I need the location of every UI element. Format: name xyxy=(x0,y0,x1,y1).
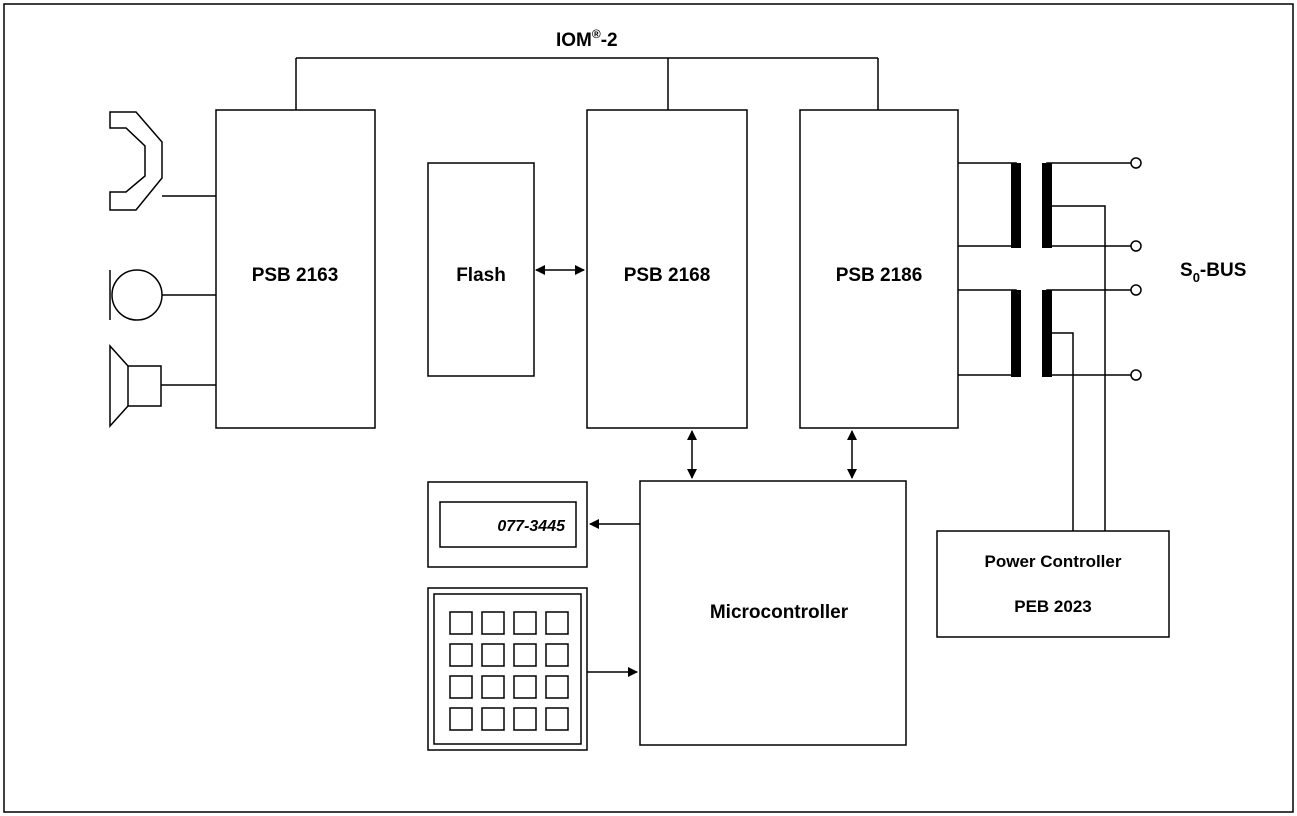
keypad-key xyxy=(513,643,537,667)
keypad-key xyxy=(481,707,505,731)
iom2-bus-label: IOM®-2 xyxy=(556,27,618,51)
psb2186-block xyxy=(799,109,959,429)
psb2186-label: PSB 2186 xyxy=(836,265,923,286)
display-readout: 077-3445 xyxy=(497,518,566,535)
diagram-frame xyxy=(3,3,1294,813)
psb2163-label: PSB 2163 xyxy=(252,265,339,286)
keypad-key xyxy=(481,675,505,699)
keypad-key xyxy=(449,643,473,667)
keypad-key xyxy=(449,611,473,635)
transformer-core-1a xyxy=(1011,163,1021,248)
psb2163-block xyxy=(215,109,376,429)
transformer-core-2a xyxy=(1011,290,1021,377)
keypad-key xyxy=(513,707,537,731)
s0-terminal xyxy=(1130,240,1142,252)
flash-label: Flash xyxy=(456,265,506,286)
s0-terminal xyxy=(1130,284,1142,296)
flash-block xyxy=(427,162,535,377)
microcontroller-block xyxy=(639,480,907,746)
transformer-core-2b xyxy=(1042,290,1052,377)
handset-icon xyxy=(109,111,216,211)
s0-bus-label: S0-BUS xyxy=(1180,260,1246,285)
s0-terminal xyxy=(1130,369,1142,381)
keypad-key xyxy=(449,707,473,731)
keypad-key xyxy=(545,611,569,635)
keypad-key xyxy=(513,611,537,635)
keypad-key xyxy=(513,675,537,699)
power-controller-block xyxy=(936,530,1170,638)
keypad-key xyxy=(545,643,569,667)
power-controller-part: PEB 2023 xyxy=(1014,597,1092,616)
transformer-core-1b xyxy=(1042,163,1052,248)
psb2168-label: PSB 2168 xyxy=(624,265,711,286)
keypad-key xyxy=(481,611,505,635)
psb2168-block xyxy=(586,109,748,429)
microcontroller-label: Microcontroller xyxy=(710,602,849,623)
keypad-icon xyxy=(427,587,588,751)
power-controller-label: Power Controller xyxy=(985,552,1122,571)
iom2-bus xyxy=(295,57,879,110)
speaker-icon xyxy=(109,344,216,428)
transformer-wiring xyxy=(958,162,1131,531)
keypad-key xyxy=(545,707,569,731)
keypad-key xyxy=(545,675,569,699)
keypad-key xyxy=(481,643,505,667)
display-icon xyxy=(427,481,588,568)
microphone-icon xyxy=(109,269,216,321)
s0-terminal xyxy=(1130,157,1142,169)
keypad-key xyxy=(449,675,473,699)
